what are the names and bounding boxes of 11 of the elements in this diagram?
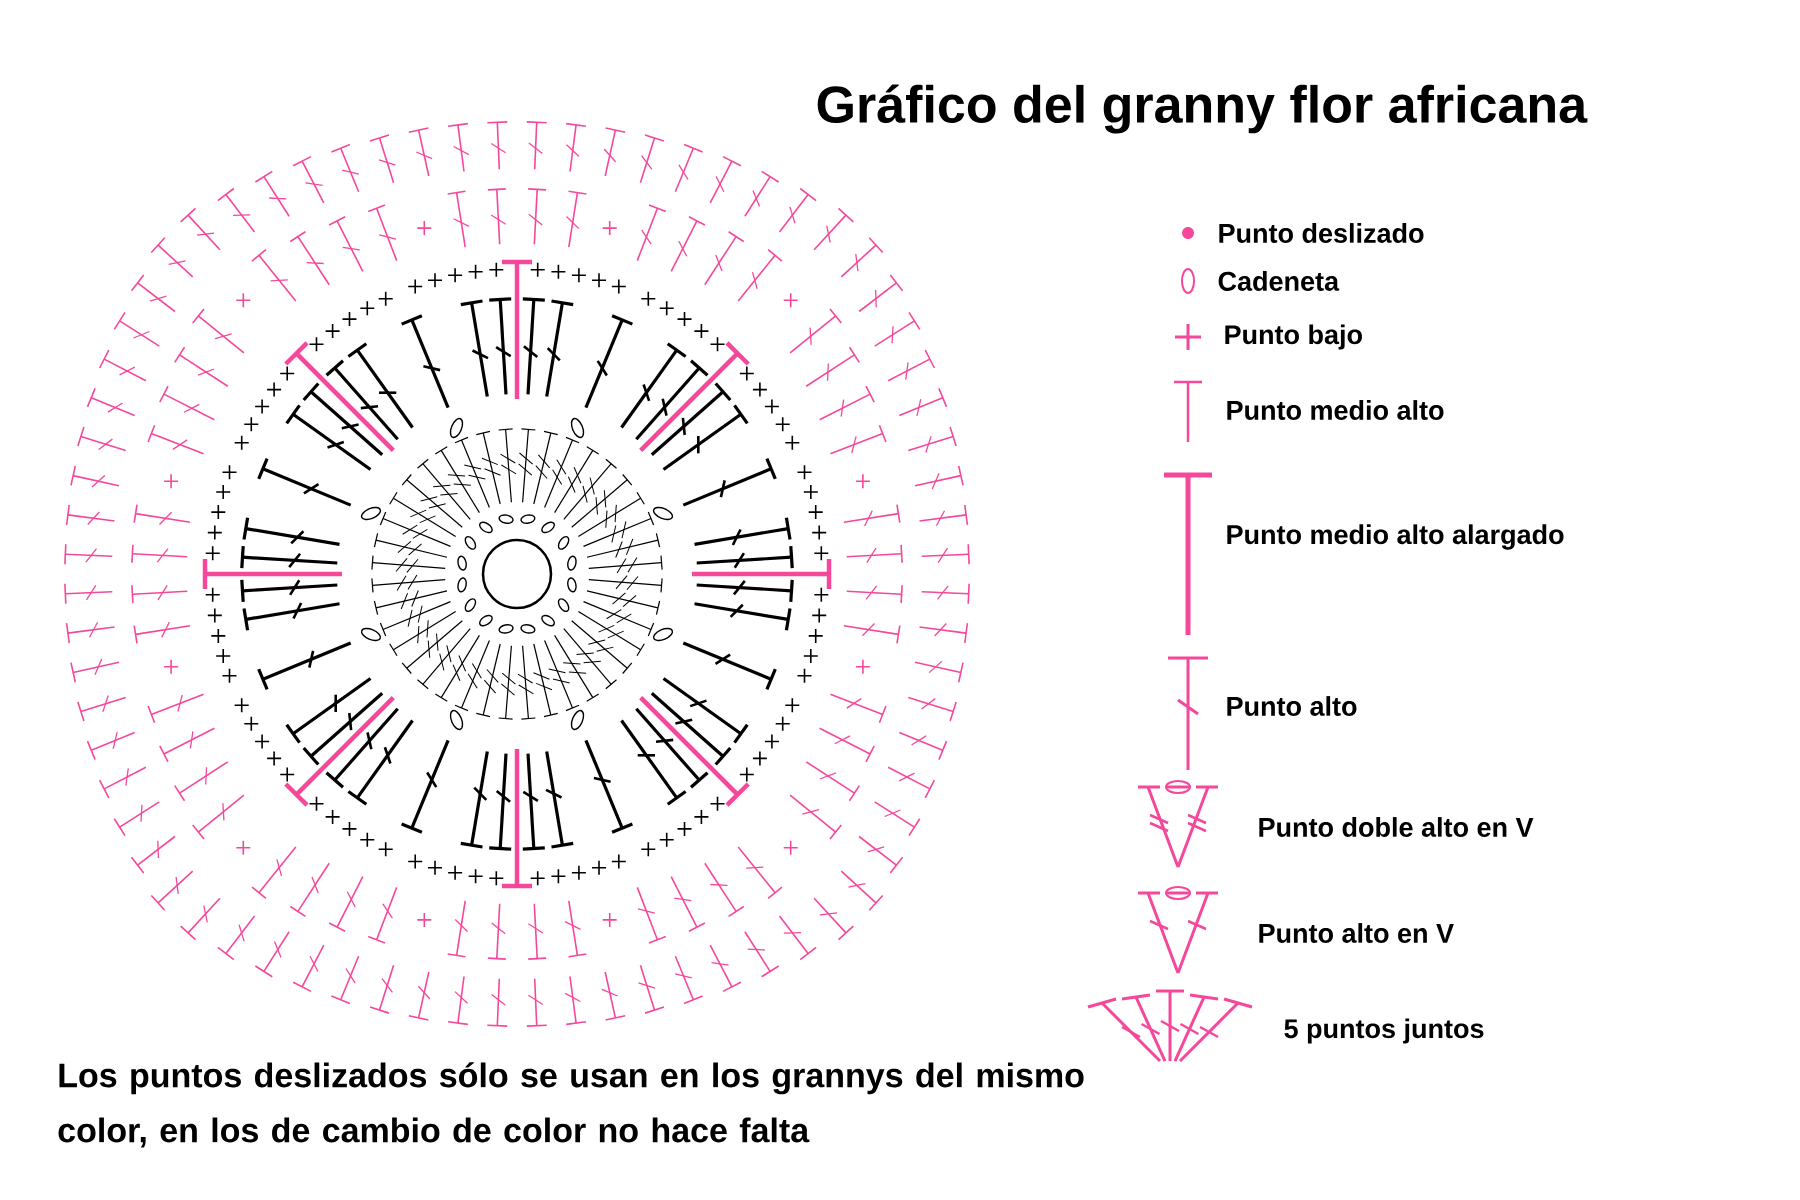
note-text: Los puntos deslizados sólo se usan en los grannys del mismo color, en los de cambio de color no hace falta — [58, 1062, 1084, 1148]
legend-label: Punto alto en V — [1259, 923, 1454, 943]
legend-label: Punto bajo — [1225, 324, 1362, 350]
legend-label: Punto alto — [1227, 696, 1357, 716]
legend-label: Punto deslizado — [1219, 223, 1424, 243]
legend-label: Punto medio alto — [1227, 400, 1444, 420]
title: Gráfico del granny flor africana — [817, 84, 1588, 134]
legend-label: Punto doble alto en V — [1259, 817, 1534, 837]
legend-label: 5 puntos juntos — [1284, 1018, 1484, 1044]
legend-label: Cadeneta — [1218, 271, 1340, 291]
legend-label: Punto medio alto alargado — [1227, 524, 1564, 550]
